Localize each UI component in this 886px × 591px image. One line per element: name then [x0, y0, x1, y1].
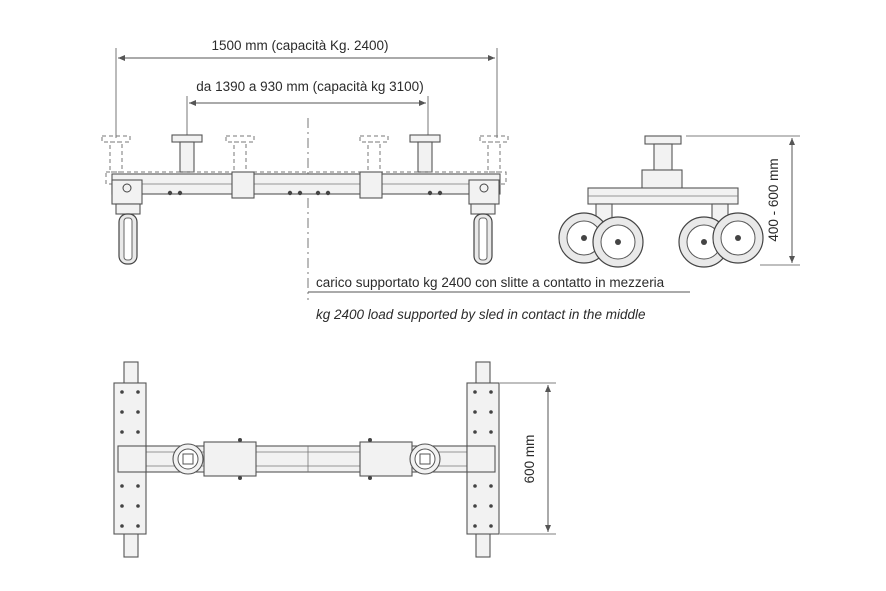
plan-left-slide	[172, 438, 257, 480]
note-english: kg 2400 load supported by sled in contac…	[316, 307, 645, 322]
side-caster-left	[558, 203, 644, 268]
side-elevation-view: 400 - 600 mm	[558, 135, 800, 268]
overall-width-label: 1500 mm (capacità Kg. 2400)	[211, 38, 388, 53]
dashed-supports	[101, 135, 509, 173]
left-caster	[111, 179, 143, 265]
dimension-height: 400 - 600 mm	[686, 135, 800, 266]
dimension-overall-width: 1500 mm (capacità Kg. 2400)	[115, 38, 498, 138]
plan-view: 600 mm	[113, 361, 556, 558]
solid-supports	[171, 134, 441, 173]
main-beam	[105, 171, 507, 199]
note-italian: carico supportato kg 2400 con slitte a c…	[316, 275, 665, 290]
adjustable-range-label: da 1390 a 930 mm (capacità kg 3100)	[196, 79, 423, 94]
plan-right-slide	[359, 438, 441, 480]
base-depth-label: 600 mm	[522, 435, 537, 484]
front-elevation-view: 1500 mm (capacità Kg. 2400) da 1390 a 93…	[101, 38, 690, 322]
dimension-depth: 600 mm	[500, 382, 556, 535]
height-range-label: 400 - 600 mm	[766, 158, 781, 241]
dimension-adjustable-range: da 1390 a 930 mm (capacità kg 3100)	[186, 79, 429, 138]
right-caster	[468, 179, 500, 265]
side-caster-right	[678, 203, 764, 268]
